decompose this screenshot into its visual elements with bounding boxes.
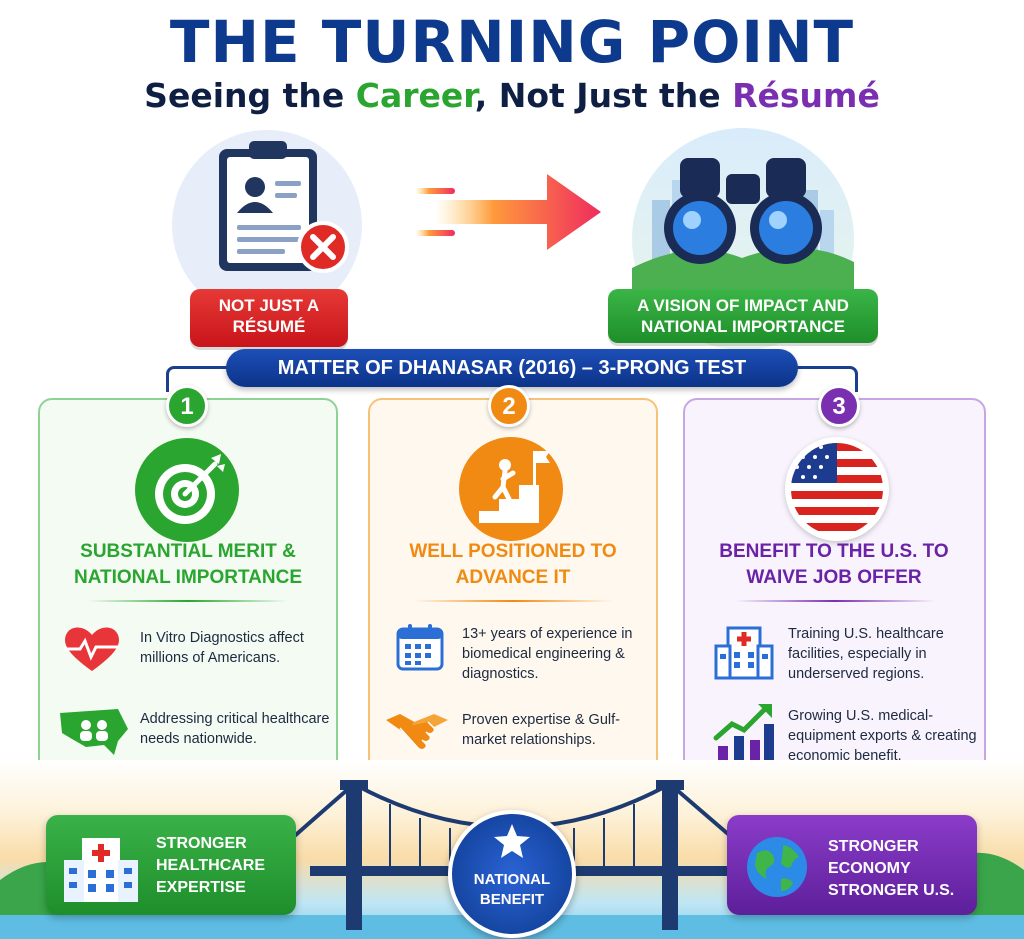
banner-connector-right <box>796 366 858 392</box>
binoculars-icon <box>632 158 854 290</box>
prong-3-item-2: Growing U.S. medical-equipment exports &… <box>788 708 977 764</box>
subtitle-resume: Résumé <box>732 76 880 115</box>
resume-clipboard-icon <box>219 141 349 273</box>
vision-impact-label: A VISION OF IMPACT AND NATIONAL IMPORTAN… <box>608 289 878 343</box>
prong-divider-3 <box>735 600 935 602</box>
calendar-icon <box>396 624 444 671</box>
banner-connector-left <box>166 366 228 392</box>
prong-number-3: 3 <box>818 385 860 427</box>
prong-title-1: SUBSTANTIAL MERIT & NATIONAL IMPORTANCE <box>74 541 302 588</box>
target-icon <box>135 438 239 542</box>
prong-title-2: WELL POSITIONED TO ADVANCE IT <box>409 541 617 588</box>
page-subtitle: Seeing the Career, Not Just the Résumé <box>0 76 1024 115</box>
star-icon <box>494 824 530 858</box>
not-just-resume-label: NOT JUST A RÉSUMÉ <box>190 289 348 347</box>
stronger-healthcare-label: STRONGER HEALTHCARE EXPERTISE <box>156 835 266 896</box>
hospital-icon <box>714 626 774 680</box>
dhanasar-banner: MATTER OF DHANASAR (2016) – 3-PRONG TEST <box>226 349 798 387</box>
prong-number-1: 1 <box>166 385 208 427</box>
hospital-building-icon <box>64 838 138 902</box>
prong-2-item-2: Proven expertise & Gulf-market relations… <box>462 712 620 748</box>
page-title: THE TURNING POINT <box>169 8 855 76</box>
climbing-steps-flag-icon <box>459 437 563 541</box>
subtitle-career: Career <box>355 76 475 115</box>
subtitle-part1: Seeing the <box>144 76 356 115</box>
prong-title-3: BENEFIT TO THE U.S. TO WAIVE JOB OFFER <box>719 541 949 588</box>
prong-divider-2 <box>413 600 613 602</box>
handshake-icon <box>386 714 448 751</box>
growth-chart-icon <box>713 704 774 764</box>
prong-1-item-1: In Vitro Diagnostics affect millions of … <box>140 630 304 666</box>
subtitle-part2: , Not Just the <box>474 76 733 115</box>
national-benefit-label: NATIONAL BENEFIT <box>473 871 551 908</box>
prong-1-item-2: Addressing critical healthcare needs nat… <box>140 711 330 747</box>
transition-arrow-icon <box>415 174 601 250</box>
usa-map-people-icon <box>60 709 128 755</box>
globe-icon <box>747 837 807 897</box>
prong-2-item-1: 13+ years of experience in biomedical en… <box>462 626 633 682</box>
us-flag-icon <box>785 437 889 541</box>
prong-number-2: 2 <box>488 385 530 427</box>
stronger-economy-label: STRONGER ECONOMY STRONGER U.S. <box>828 838 955 899</box>
heartbeat-icon <box>64 627 120 671</box>
prong-3-item-1: Training U.S. healthcare facilities, esp… <box>788 626 944 682</box>
prong-divider-1 <box>88 600 288 602</box>
